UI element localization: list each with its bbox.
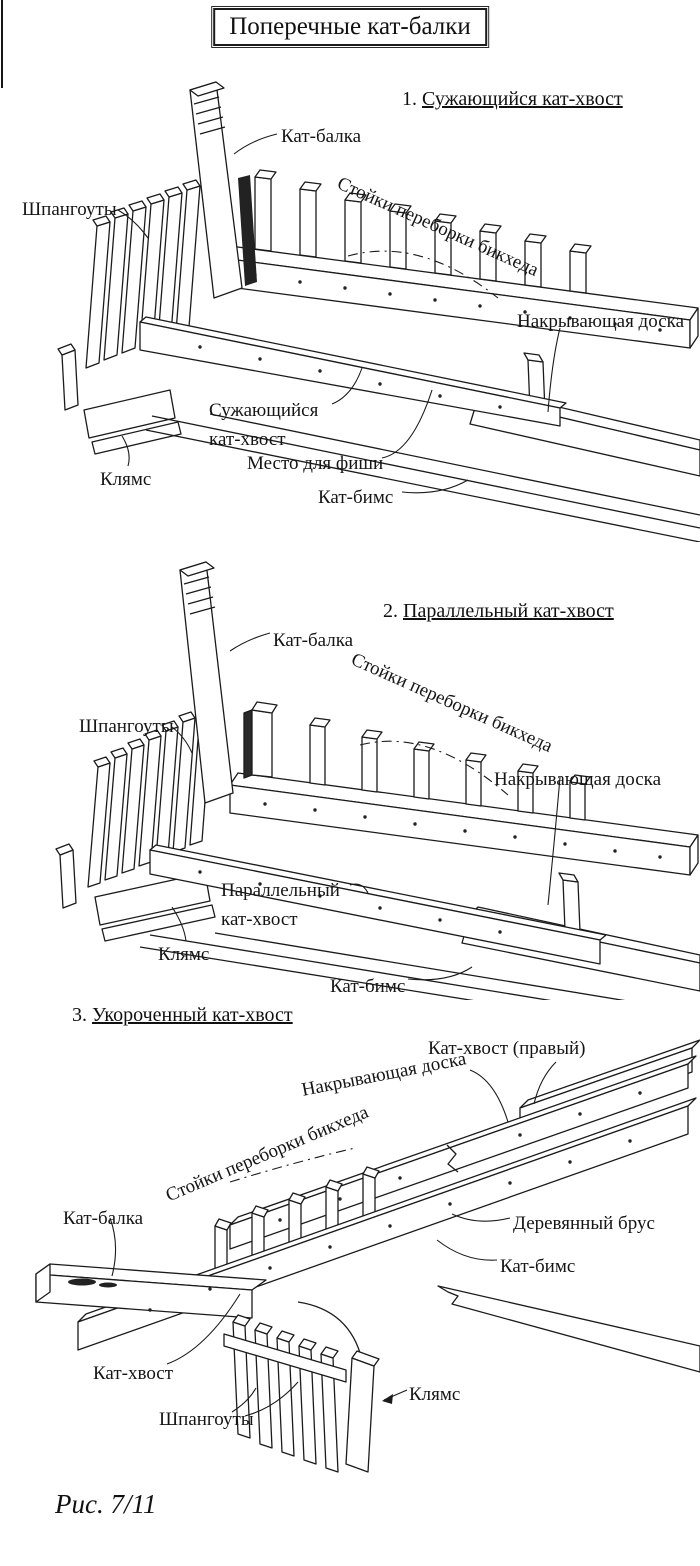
frames-group-1 <box>57 179 201 411</box>
clamp-drawing-3 <box>345 1350 380 1473</box>
scan-artifact-line <box>1 0 3 88</box>
diagram-3-illustration <box>35 1039 700 1473</box>
stanchions-group-2 <box>243 701 591 821</box>
diagram-2-heading: 2. Параллельный кат-хвост <box>383 600 614 623</box>
page-title: Поперечные кат-балки <box>211 6 489 48</box>
knee-curve-3 <box>297 1301 363 1361</box>
label-shpangouty-2: Шпангоуты <box>79 716 174 737</box>
covering-board-3 <box>229 1055 697 1250</box>
clamp-drawing-1 <box>83 389 182 455</box>
klyams-arrowhead-3 <box>382 1394 393 1404</box>
clamp-drawing-2 <box>94 872 216 942</box>
label-mesto-dlya-fishi-1: Место для фиши <box>247 453 384 474</box>
bolt-dots-2 <box>198 802 662 934</box>
label-nakryvayushchaya-doska-2: Накрывающая доска <box>494 769 662 790</box>
label-shpangouty-3: Шпангоуты <box>159 1409 254 1430</box>
label-kat-bims-2: Кат-бимс <box>330 976 406 997</box>
kat-khvost-beam-2 <box>149 844 607 965</box>
diagram-1-heading: 1. Сужающийся кат-хвост <box>402 88 623 111</box>
diagram-2-illustration <box>55 561 700 1000</box>
kat-balka-drawing-2 <box>179 561 234 804</box>
label-kat-khvost-3: Кат-хвост <box>93 1363 174 1384</box>
leader-lines-2 <box>171 632 561 981</box>
label-kat-khvost-pravy-3: Кат-хвост (правый) <box>428 1038 586 1059</box>
frames-group-2 <box>55 702 213 909</box>
bolt-dots-3 <box>148 1091 642 1312</box>
kat-bims-beam-2 <box>229 772 699 876</box>
diagram-1-number: 1. <box>402 88 417 110</box>
label-suzhayushchiysya-kat-khvost: Сужающийся кат-хвост <box>209 396 318 454</box>
label-parallelny-line2: кат-хвост <box>221 909 298 930</box>
label-kat-balka-2: Кат-балка <box>273 630 354 651</box>
stanchions-group-3 <box>214 1166 380 1273</box>
label-suzhayushchiysya-line1: Сужающийся <box>209 400 319 421</box>
label-kat-balka-3: Кат-балка <box>63 1208 144 1229</box>
label-nakryvayushchaya-doska-1: Накрывающая доска <box>517 311 685 332</box>
diagram-3-number: 3. <box>72 1004 87 1026</box>
frames-group-3 <box>223 1314 347 1473</box>
diagram-3-heading: 3. Укороченный кат-хвост <box>72 1004 293 1027</box>
label-shpangouty-1: Шпангоуты <box>22 199 117 220</box>
leader-lines-1 <box>117 133 561 494</box>
diagram-3-heading-text: Укороченный кат-хвост <box>92 1004 293 1026</box>
bolt-dots-1 <box>198 273 662 409</box>
diagram-2-number: 2. <box>383 600 398 622</box>
diagram-2-heading-text: Параллельный кат-хвост <box>403 600 614 622</box>
bottom-planks-1 <box>145 413 700 542</box>
kat-khvost-beam-1 <box>139 316 567 427</box>
kat-balka-drawing-1 <box>189 81 257 299</box>
label-klyams-2: Клямс <box>158 944 210 965</box>
label-suzhayushchiysya-line2: кат-хвост <box>209 429 286 450</box>
lower-right-plank-3 <box>437 1285 700 1373</box>
leader-lines-3 <box>109 1061 557 1417</box>
label-klyams-1: Клямс <box>100 469 152 490</box>
label-parallelny-line1: Параллельный <box>221 880 340 901</box>
figure-caption: Рис. 7/11 <box>55 1489 157 1519</box>
label-parallelny-kat-khvost: Параллельный кат-хвост <box>221 876 340 934</box>
diagram-1-heading-text: Сужающийся кат-хвост <box>422 88 623 110</box>
label-klyams-3: Клямс <box>409 1384 461 1405</box>
label-derevyanny-brus-3: Деревянный брус <box>513 1213 655 1234</box>
page-title-text: Поперечные кат-балки <box>229 13 471 40</box>
stanchions-group-1 <box>254 169 592 294</box>
label-kat-bims-1: Кат-бимс <box>318 487 394 508</box>
kat-balka-drawing-3 <box>35 1263 267 1319</box>
label-kat-bims-3: Кат-бимс <box>500 1256 576 1277</box>
diagram-1-illustration <box>57 81 700 542</box>
label-kat-balka-1: Кат-балка <box>281 126 362 147</box>
